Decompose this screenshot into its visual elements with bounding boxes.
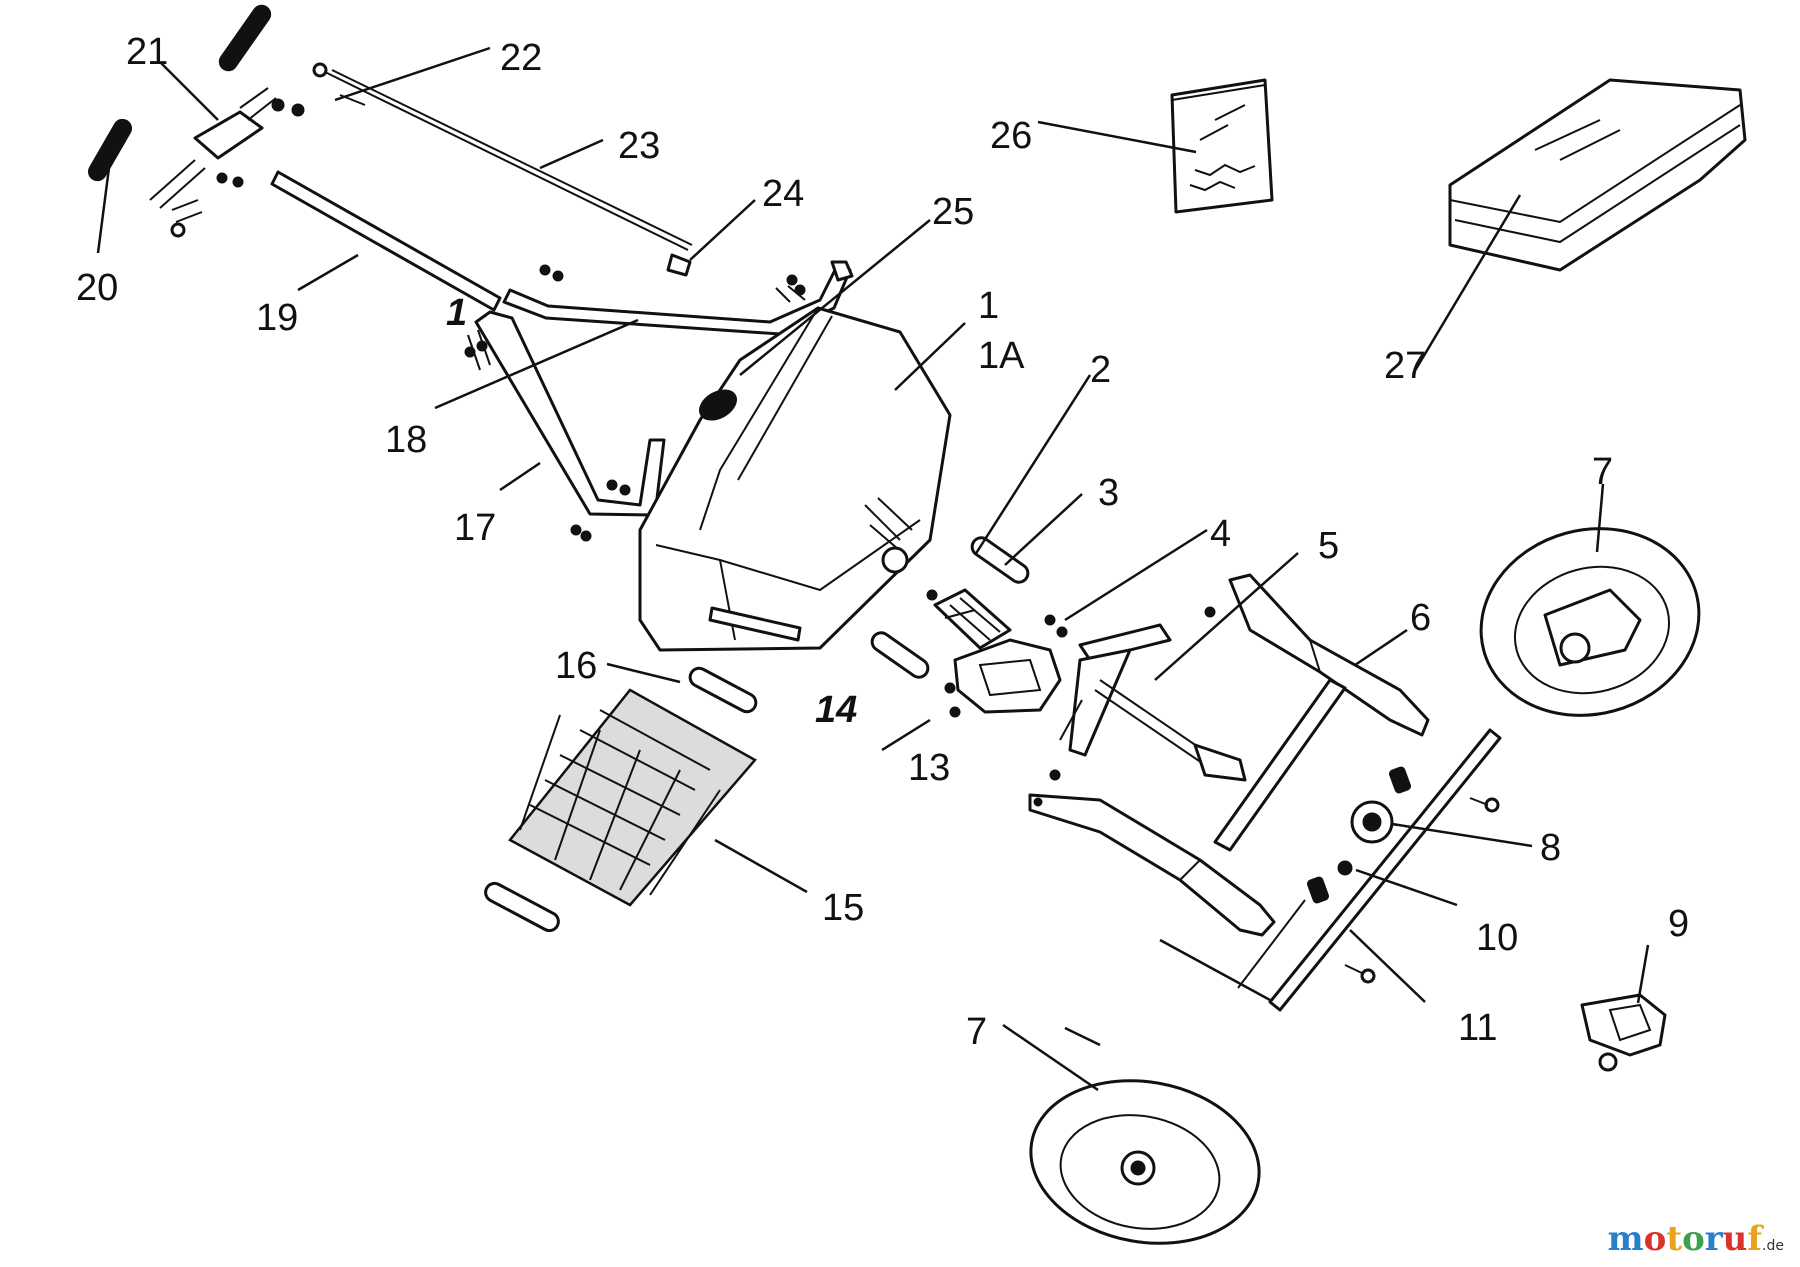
callout-20: 20 bbox=[76, 267, 118, 309]
callout-9: 9 bbox=[1668, 903, 1689, 945]
callout-23: 23 bbox=[618, 125, 660, 167]
gear-housing bbox=[944, 614, 1068, 718]
handle-grip-right bbox=[218, 4, 272, 72]
upper-handle-frame bbox=[502, 260, 854, 336]
callout-7-upper: 7 bbox=[1592, 451, 1613, 493]
callout-6: 6 bbox=[1410, 597, 1431, 639]
frame bbox=[1028, 573, 1430, 937]
callout-5: 5 bbox=[1318, 525, 1339, 567]
callout-3: 3 bbox=[1098, 472, 1119, 514]
callout-17: 17 bbox=[454, 507, 496, 549]
hopper bbox=[638, 306, 952, 652]
watermark-letter: u bbox=[1722, 1219, 1748, 1259]
callout-8: 8 bbox=[1540, 827, 1561, 869]
watermark-logo: motoruf.de bbox=[1608, 1219, 1784, 1259]
callout-24: 24 bbox=[762, 173, 804, 215]
callout-labels: 21 20 22 23 24 25 19 1 18 17 1 1A 2 3 4 … bbox=[76, 31, 1689, 1053]
callout-22: 22 bbox=[500, 37, 542, 79]
wheel-upper bbox=[1479, 527, 1701, 717]
spring-10-b bbox=[1307, 876, 1329, 904]
screen bbox=[508, 688, 757, 907]
gear-8 bbox=[1350, 800, 1394, 844]
callout-hidden-1: 1 bbox=[446, 292, 467, 334]
callout-21: 21 bbox=[126, 31, 168, 73]
callout-16: 16 bbox=[555, 645, 597, 687]
small-pin-13 bbox=[1049, 699, 1083, 781]
hardware-bag bbox=[1170, 78, 1274, 214]
callout-1A: 1A bbox=[978, 335, 1025, 377]
callout-11: 11 bbox=[1458, 1007, 1497, 1049]
leader-lines bbox=[96, 46, 1650, 1092]
gasket-16-lower bbox=[484, 881, 560, 933]
callout-18: 18 bbox=[385, 419, 427, 461]
callout-14: 14 bbox=[815, 689, 857, 731]
shutoff-plate bbox=[926, 588, 1012, 650]
callout-1: 1 bbox=[978, 285, 999, 327]
lower-handle-tube bbox=[270, 170, 502, 312]
callout-2: 2 bbox=[1090, 349, 1111, 391]
callout-27: 27 bbox=[1384, 345, 1426, 387]
impeller-shaft bbox=[1068, 606, 1247, 782]
gasket-3 bbox=[970, 536, 1030, 584]
callout-15: 15 bbox=[822, 887, 864, 929]
watermark-letter: o bbox=[1643, 1219, 1667, 1259]
hub-cap bbox=[1580, 993, 1667, 1072]
axle bbox=[1237, 728, 1502, 1012]
gasket-14 bbox=[870, 631, 930, 679]
callout-13: 13 bbox=[908, 747, 950, 789]
callout-26: 26 bbox=[990, 115, 1032, 157]
callout-19: 19 bbox=[256, 297, 298, 339]
handle-crossbar-bracket bbox=[149, 87, 305, 238]
callout-4: 4 bbox=[1210, 513, 1231, 555]
cover bbox=[1448, 78, 1747, 272]
callout-25: 25 bbox=[932, 191, 974, 233]
watermark-letter: f bbox=[1747, 1219, 1763, 1259]
watermark-letter: o bbox=[1682, 1219, 1705, 1259]
callout-10: 10 bbox=[1476, 917, 1518, 959]
wheel-lower bbox=[1029, 1079, 1261, 1245]
washer-10 bbox=[1337, 860, 1353, 876]
watermark-letter: t bbox=[1666, 1219, 1683, 1259]
handle-grip-left bbox=[88, 118, 132, 182]
gasket-16-upper bbox=[688, 666, 758, 714]
watermark-letter: r bbox=[1704, 1219, 1723, 1259]
callout-7-lower: 7 bbox=[966, 1011, 987, 1053]
spring-10-a bbox=[1389, 766, 1411, 794]
watermark-tld: .de bbox=[1762, 1238, 1784, 1254]
side-handle-tube bbox=[464, 310, 666, 542]
watermark-letter: m bbox=[1607, 1219, 1644, 1259]
control-cable bbox=[312, 62, 693, 277]
